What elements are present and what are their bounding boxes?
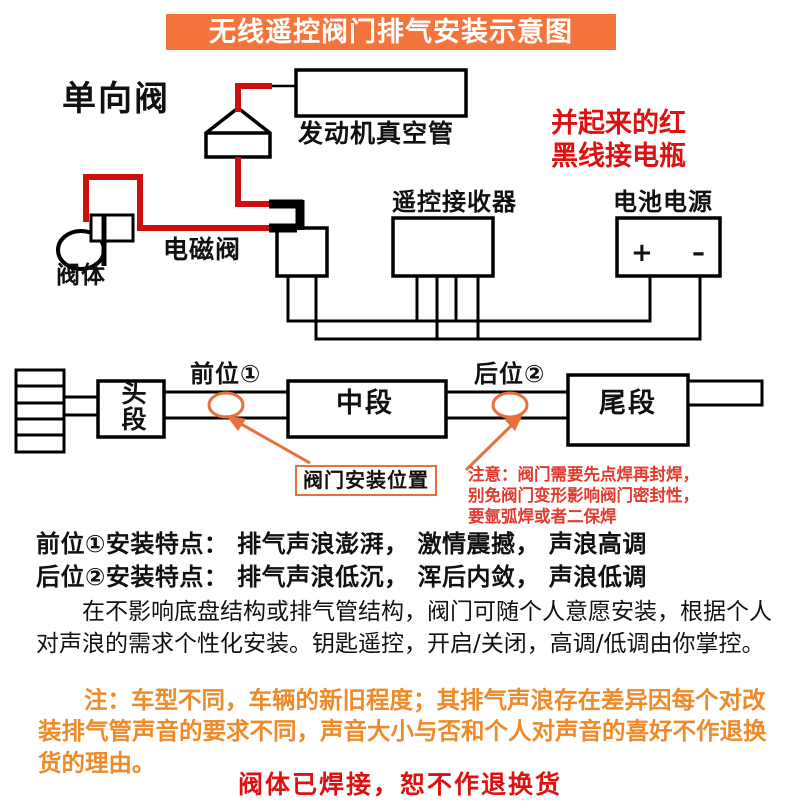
red-black-wire-note-line1: 并起来的红 — [551, 108, 686, 139]
label-battery-power: 电池电源 — [613, 188, 713, 216]
return-policy-notice-orange: 注：车型不同，车辆的新旧程度；其排气声浪存在差异因每个对改装排气管声音的要求不同… — [38, 686, 767, 777]
rear-position-feature-text: 后位②安装特点： 排气声浪低沉， 浑后内敛， 声浪低调 — [36, 563, 647, 591]
label-one-way-valve: 单向阀 — [62, 79, 170, 119]
engine-vacuum-tube-box — [294, 68, 468, 118]
wire-receiver-to-battery-positive — [415, 276, 652, 323]
label-battery-positive: + — [631, 238, 653, 268]
welding-warning-note: 注意：阀门需要先点焊再封焊， 别免阀门变形影响阀门密封性， 要氩弧焊或者二保焊 — [468, 464, 798, 527]
one-way-valve-body — [204, 105, 272, 159]
label-tail-section: 尾段 — [599, 388, 657, 419]
label-remote-receiver: 遥控接收器 — [392, 188, 517, 216]
tail-outlet-pipe — [686, 379, 764, 407]
remote-receiver-box — [391, 216, 495, 278]
wire-receiver-to-battery-negative — [435, 276, 702, 341]
label-valve-body: 阀体 — [56, 261, 106, 289]
valve-install-position-callout: 阀门安装位置 — [295, 465, 437, 496]
callout-arrow-rear-head — [504, 414, 523, 431]
front-valve-marker-circle — [207, 391, 245, 419]
red-hose-valve-to-solenoid — [235, 157, 272, 207]
label-solenoid-valve: 电磁阀 — [163, 235, 242, 264]
wire-solenoid-to-receiver-inner — [286, 276, 458, 323]
red-hose-to-vacuum-tube — [235, 83, 272, 112]
red-black-wire-note: 并起来的红 黑线接电瓶 — [551, 108, 791, 174]
label-rear-position: 后位② — [474, 360, 546, 388]
no-return-notice-red: 阀体已焊接，恕不作退换货 — [237, 770, 562, 799]
welding-warning-line3: 要氩弧焊或者二保焊 — [468, 507, 617, 527]
valve-body-cap — [89, 213, 135, 243]
red-black-wire-note-line2: 黑线接电瓶 — [551, 140, 686, 172]
page-title: 无线遥控阀门排气安装示意图 — [209, 16, 573, 48]
label-head-section: 头 段 — [104, 381, 164, 432]
label-engine-vacuum-tube: 发动机真空管 — [298, 119, 455, 148]
red-hose-valvebody-to-solenoid — [83, 174, 272, 231]
welding-warning-line1: 注意：阀门需要先点焊再封焊， — [468, 465, 699, 484]
title-banner: 无线遥控阀门排气安装示意图 — [166, 14, 616, 50]
welding-warning-line2: 别免阀门变形影响阀门密封性， — [468, 486, 699, 506]
label-middle-section: 中段 — [336, 388, 394, 419]
installation-description-paragraph: 在不影响底盘结构或排气管结构，阀门可随个人意愿安装，根据个人对声浪的需求个性化安… — [36, 599, 772, 657]
callout-arrow-rear-line — [464, 419, 518, 472]
rear-valve-marker-circle — [491, 391, 529, 419]
callout-arrow-front-head — [226, 415, 246, 431]
front-position-feature-text: 前位①安装特点： 排气声浪澎湃， 激情震撼， 声浪高调 — [36, 530, 647, 558]
callout-arrow-front-line — [233, 418, 311, 465]
label-head-section-line1: 头 — [121, 379, 147, 408]
label-battery-negative: – — [692, 238, 705, 268]
label-head-section-line2: 段 — [121, 404, 147, 434]
exhaust-manifold-grid — [14, 368, 66, 454]
solenoid-valve-box — [275, 226, 329, 278]
wire-solenoid-to-receiver-outer — [314, 276, 480, 341]
label-front-position: 前位① — [190, 360, 262, 388]
